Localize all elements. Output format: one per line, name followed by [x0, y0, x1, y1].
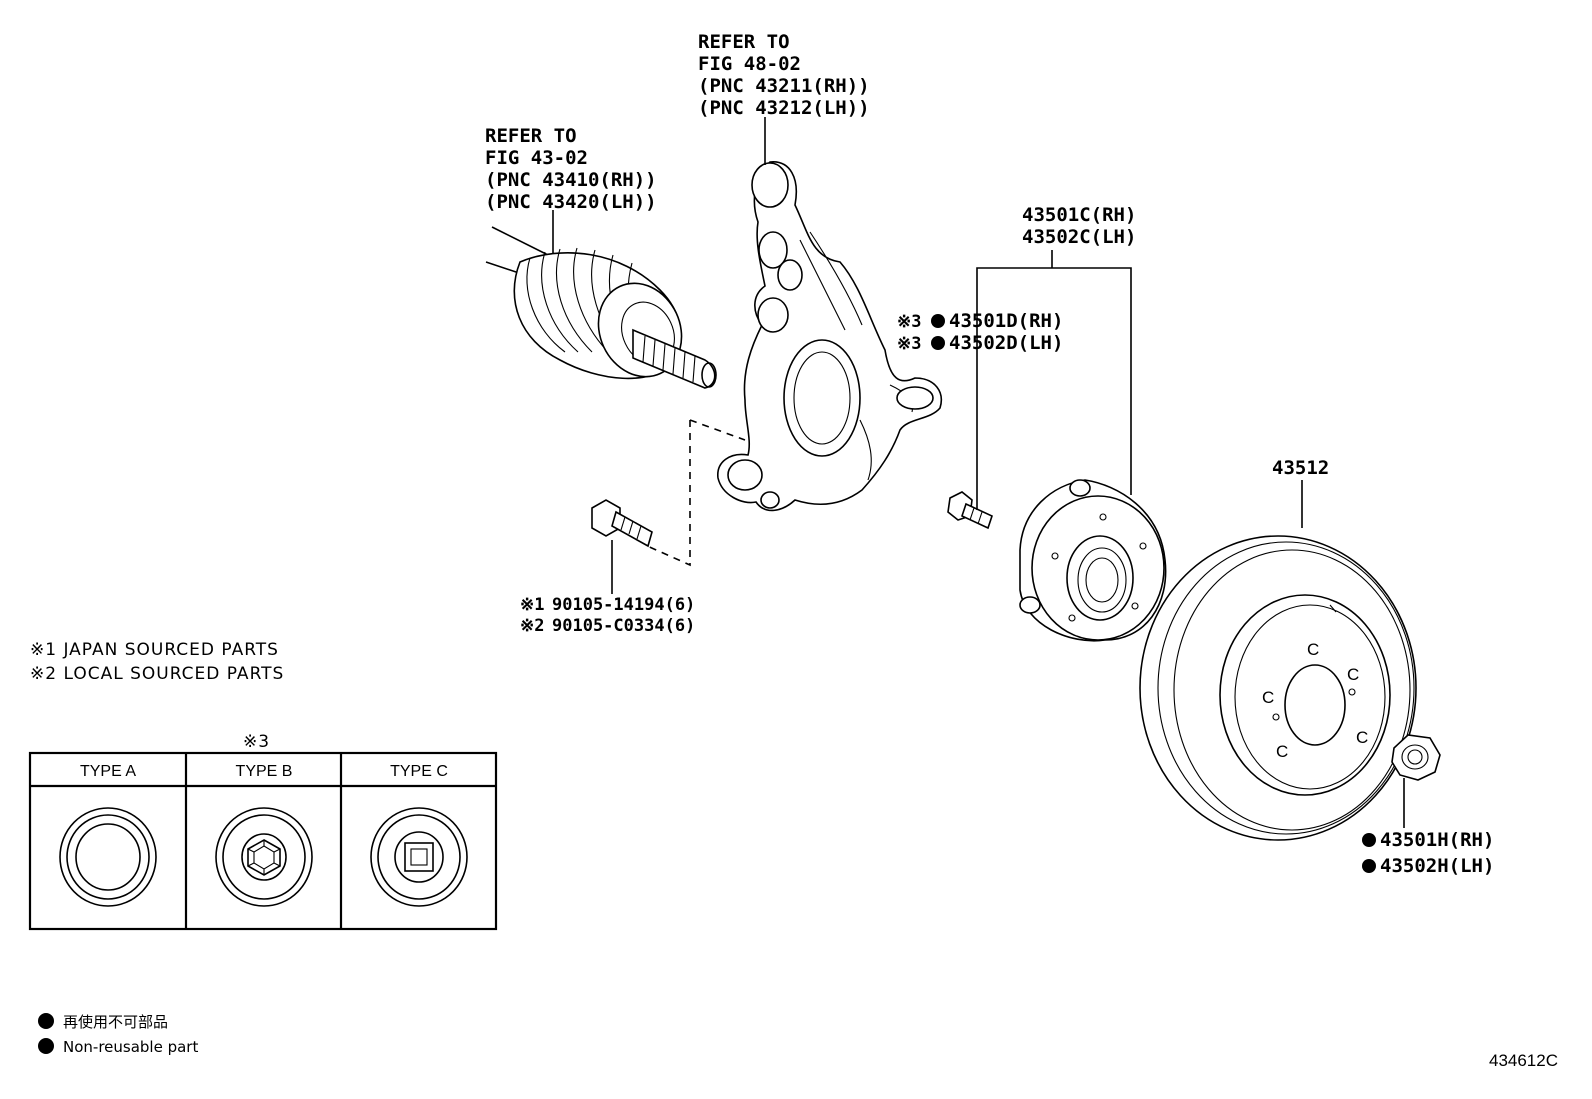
axle-hub-drawing: [1019, 479, 1167, 642]
hub-nut-lh: 43502H(LH): [1380, 855, 1494, 877]
type-b-header: TYPE B: [236, 763, 293, 780]
svg-text:C: C: [1356, 728, 1368, 747]
callout-hub-bolt: ※3 43501D(RH) ※3 43502D(LH): [897, 310, 1063, 354]
hub-bolt-mark-2: ※3: [897, 334, 921, 354]
legend-english: Non-reusable part: [63, 1038, 198, 1056]
knuckle-bolt-japan: 90105-14194(6): [552, 595, 695, 615]
callout-driveshaft-line-1: REFER TO: [485, 125, 577, 147]
callout-knuckle-line-2: FIG 48-02: [698, 53, 801, 75]
type-a-header: TYPE A: [80, 763, 136, 780]
callout-hub-nut: 43501H(RH) 43502H(LH): [1362, 829, 1494, 877]
callout-driveshaft-line-2: FIG 43-02: [485, 147, 588, 169]
svg-text:C: C: [1347, 665, 1359, 684]
hub-bolt-lh: 43502D(LH): [949, 332, 1063, 354]
type-c-header: TYPE C: [390, 763, 448, 780]
type-table-mark: ※3: [243, 732, 270, 752]
note-japan-sourced: ※1 JAPAN SOURCED PARTS: [30, 640, 279, 660]
svg-text:C: C: [1276, 742, 1288, 761]
knuckle-bolt-local: 90105-C0334(6): [552, 616, 695, 636]
non-reusable-dot-icon: [38, 1038, 54, 1054]
callout-knuckle: REFER TO FIG 48-02 (PNC 43211(RH)) (PNC …: [698, 31, 870, 119]
hub-nut-rh: 43501H(RH): [1380, 829, 1494, 851]
svg-text:C: C: [1262, 688, 1274, 707]
hex-socket-nut-icon: [215, 807, 313, 907]
svg-text:C: C: [1307, 640, 1319, 659]
non-reusable-dot-icon: [931, 314, 945, 328]
leader-lines: [552, 117, 1405, 828]
callout-hub-lh: 43502C(LH): [1022, 226, 1136, 248]
disc-rotor-drawing: C C C C C: [1139, 535, 1417, 841]
callout-knuckle-line-3: (PNC 43211(RH)): [698, 75, 870, 97]
sourcing-notes: ※1 JAPAN SOURCED PARTS ※2 LOCAL SOURCED …: [30, 640, 284, 684]
callout-knuckle-bolt: ※1 90105-14194(6) ※2 90105-C0334(6): [520, 595, 695, 636]
figure-number: 434612C: [1489, 1051, 1558, 1070]
hub-bolt-mark-1: ※3: [897, 312, 921, 332]
driveshaft-drawing: [485, 226, 717, 389]
legend-japanese: 再使用不可部品: [63, 1013, 168, 1031]
non-reusable-dot-icon: [1362, 833, 1376, 847]
callout-driveshaft-line-4: (PNC 43420(LH)): [485, 191, 657, 213]
plain-nut-icon: [59, 807, 157, 907]
callout-knuckle-line-4: (PNC 43212(LH)): [698, 97, 870, 119]
knuckle-bolt-mark-2: ※2: [520, 616, 544, 636]
non-reusable-dot-icon: [38, 1013, 54, 1029]
note-local-sourced: ※2 LOCAL SOURCED PARTS: [30, 664, 284, 684]
knuckle-bolt-mark-1: ※1: [520, 595, 544, 615]
bolt-insertion-path: [644, 420, 691, 567]
callout-disc: 43512: [1272, 457, 1329, 479]
hub-bolt-rh: 43501D(RH): [949, 310, 1063, 332]
callout-hub-assembly: 43501C(RH) 43502C(LH): [1022, 204, 1136, 248]
hub-nut-drawing: [1391, 734, 1441, 781]
steering-knuckle-drawing: [717, 161, 942, 512]
callout-driveshaft: REFER TO FIG 43-02 (PNC 43410(RH)) (PNC …: [485, 125, 657, 213]
knuckle-bolt-drawing: [591, 499, 653, 548]
callout-hub-rh: 43501C(RH): [1022, 204, 1136, 226]
non-reusable-dot-icon: [1362, 859, 1376, 873]
square-socket-nut-icon: [370, 807, 468, 907]
callout-driveshaft-line-3: (PNC 43410(RH)): [485, 169, 657, 191]
hub-bolt-drawing: [947, 491, 993, 530]
nut-type-table: ※3 TYPE A TYPE B TYPE C: [28, 732, 498, 931]
non-reusable-dot-icon: [931, 336, 945, 350]
legend: 再使用不可部品 Non-reusable part: [38, 1013, 198, 1056]
callout-knuckle-line-1: REFER TO: [698, 31, 790, 53]
